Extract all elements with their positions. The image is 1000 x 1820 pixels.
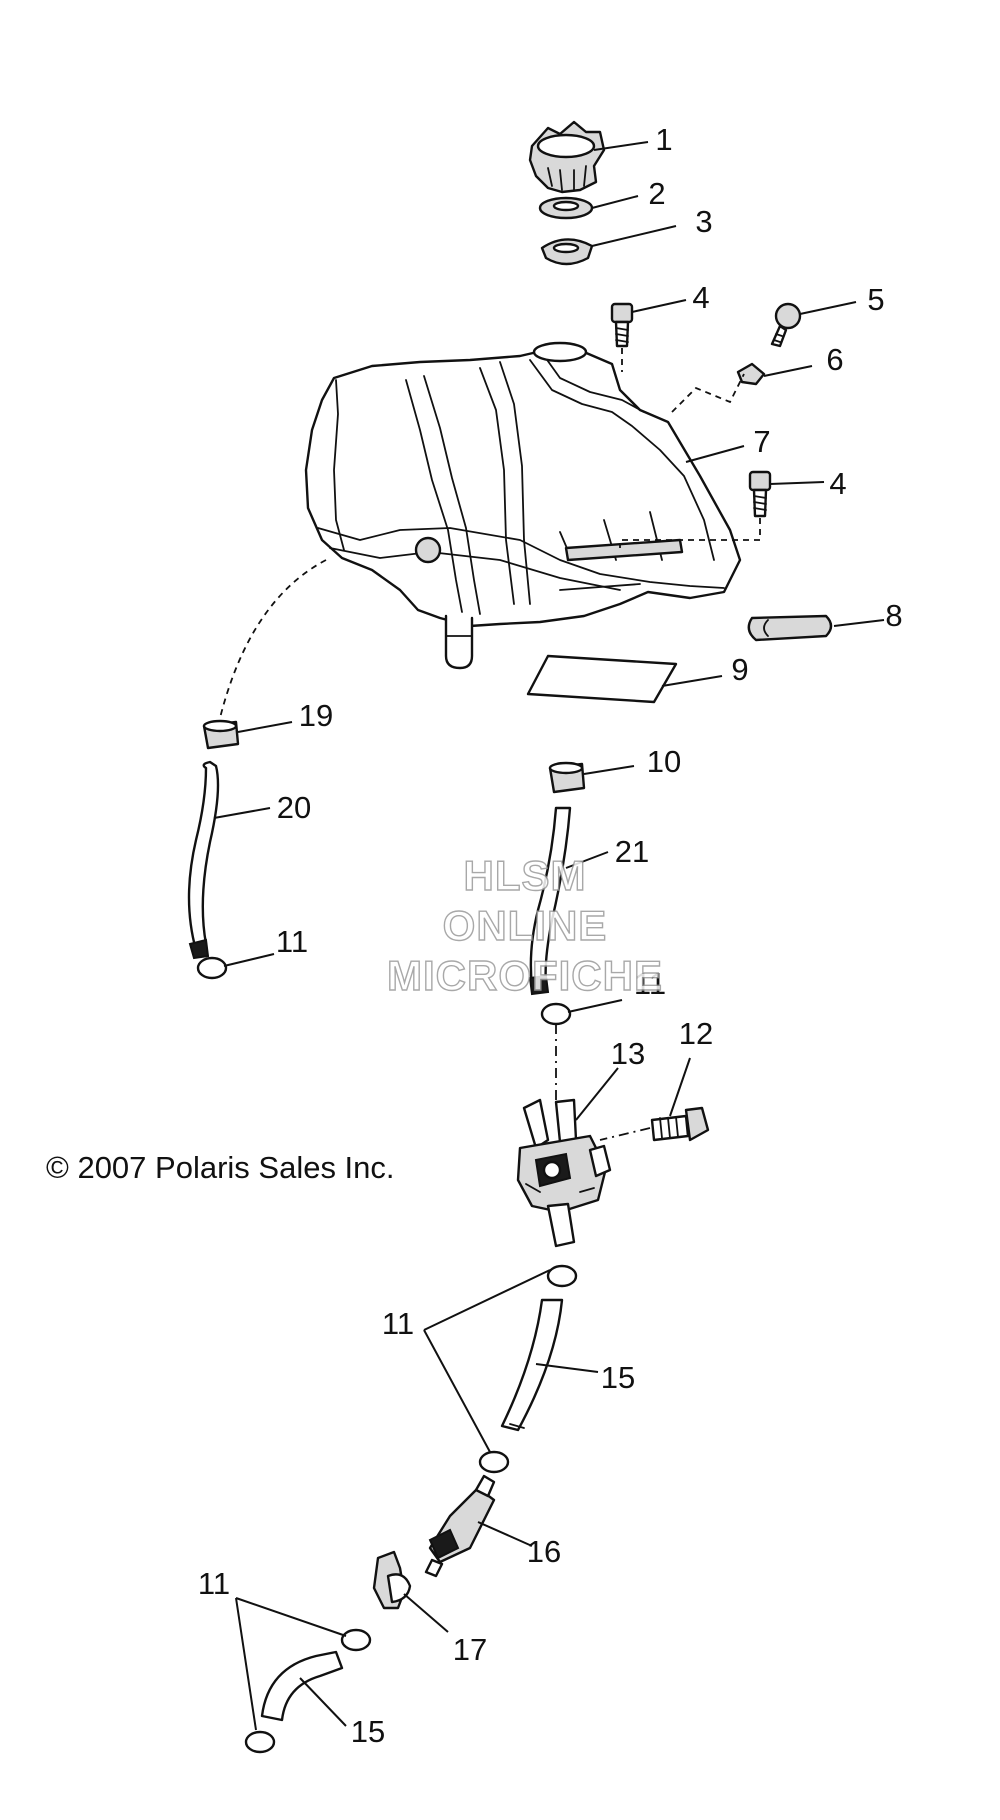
leader-4a xyxy=(631,299,687,313)
bolt-upper xyxy=(610,302,634,348)
callout-21: 21 xyxy=(615,834,649,869)
tank-pad xyxy=(526,654,678,704)
fuel-tank xyxy=(304,341,742,670)
petcock-screw xyxy=(650,1106,710,1142)
cap-gasket xyxy=(538,196,594,220)
callout-3: 3 xyxy=(695,204,712,239)
fuel-filter xyxy=(424,1474,496,1578)
callout-5: 5 xyxy=(867,282,884,317)
callout-17: 17 xyxy=(453,1632,487,1667)
assembly-line-screw xyxy=(599,1127,651,1141)
hose-clamp-11-upper-lower xyxy=(546,1264,578,1288)
filler-ring xyxy=(540,238,594,266)
assembly-line-bolt-lower xyxy=(619,518,761,548)
callout-7: 7 xyxy=(753,424,770,459)
leader-15a xyxy=(535,1363,599,1373)
hose-clamp-11-left xyxy=(196,956,228,980)
leader-11a xyxy=(223,953,275,967)
watermark-line-2: ONLINE xyxy=(442,901,608,949)
callout-11-mid: 11 xyxy=(634,966,666,1001)
leader-9 xyxy=(661,675,723,687)
callout-4-lower: 4 xyxy=(829,466,846,501)
leader-7 xyxy=(685,445,745,463)
watermark-line-3: MICROFICHE xyxy=(386,951,663,999)
hose-15-upper xyxy=(500,1298,564,1432)
leader-19 xyxy=(237,721,293,733)
callout-9: 9 xyxy=(731,652,748,687)
bolt-lower xyxy=(748,470,772,518)
vent-valve xyxy=(770,302,802,348)
vent-clip xyxy=(736,362,766,386)
leader-15b xyxy=(299,1677,347,1727)
callout-19: 19 xyxy=(299,698,333,733)
callout-15-lower: 15 xyxy=(351,1714,385,1749)
callout-13: 13 xyxy=(611,1036,645,1071)
leader-4b xyxy=(769,481,825,485)
hose-21 xyxy=(528,806,572,996)
callout-11-bottom: 11 xyxy=(198,1566,230,1601)
hose-clamp-19 xyxy=(202,719,240,750)
leader-11b xyxy=(567,999,623,1013)
leader-5 xyxy=(799,301,857,315)
leader-10 xyxy=(583,765,635,775)
callout-6: 6 xyxy=(826,342,843,377)
leader-1 xyxy=(593,141,649,151)
leader-6 xyxy=(763,365,813,377)
leader-8 xyxy=(833,619,885,627)
callout-15-upper: 15 xyxy=(601,1360,635,1395)
hose-clamp-11-bottom-lower xyxy=(244,1730,276,1754)
callout-8: 8 xyxy=(885,598,902,633)
assembly-line-vent xyxy=(671,373,745,413)
hose-clamp-11-lower-mid xyxy=(478,1450,510,1474)
leader-16 xyxy=(477,1521,533,1547)
hose-20 xyxy=(187,760,220,960)
callout-2: 2 xyxy=(648,176,665,211)
callout-10: 10 xyxy=(647,744,681,779)
callout-11-lower: 11 xyxy=(382,1306,414,1341)
leader-17 xyxy=(403,1593,449,1633)
callout-11-left: 11 xyxy=(276,924,308,959)
callout-12: 12 xyxy=(679,1016,713,1051)
fuel-petcock xyxy=(516,1098,612,1248)
leader-3 xyxy=(591,225,677,247)
filter-bracket xyxy=(372,1550,412,1610)
leader-2 xyxy=(591,195,639,209)
hose-clamp-11-mid xyxy=(540,1002,572,1026)
hose-clamp-10 xyxy=(548,761,586,794)
leader-20 xyxy=(213,807,271,819)
leader-13 xyxy=(575,1067,619,1121)
watermark-line-1: HLSM xyxy=(463,851,587,899)
leader-11d xyxy=(235,1597,347,1731)
bumper-pad xyxy=(747,614,833,642)
leader-12 xyxy=(669,1057,691,1117)
callout-4-upper: 4 xyxy=(692,280,709,315)
callout-20: 20 xyxy=(277,790,311,825)
assembly-line-tank-hose xyxy=(219,559,327,719)
fuel-cap xyxy=(528,120,606,194)
leader-11c xyxy=(423,1269,551,1453)
callout-1: 1 xyxy=(655,122,672,157)
hose-15-lower xyxy=(260,1650,344,1722)
hose-clamp-11-bottom-upper xyxy=(340,1628,372,1652)
copyright-notice: © 2007 Polaris Sales Inc. xyxy=(46,1150,395,1185)
leader-21 xyxy=(565,851,609,869)
callout-16: 16 xyxy=(527,1534,561,1569)
